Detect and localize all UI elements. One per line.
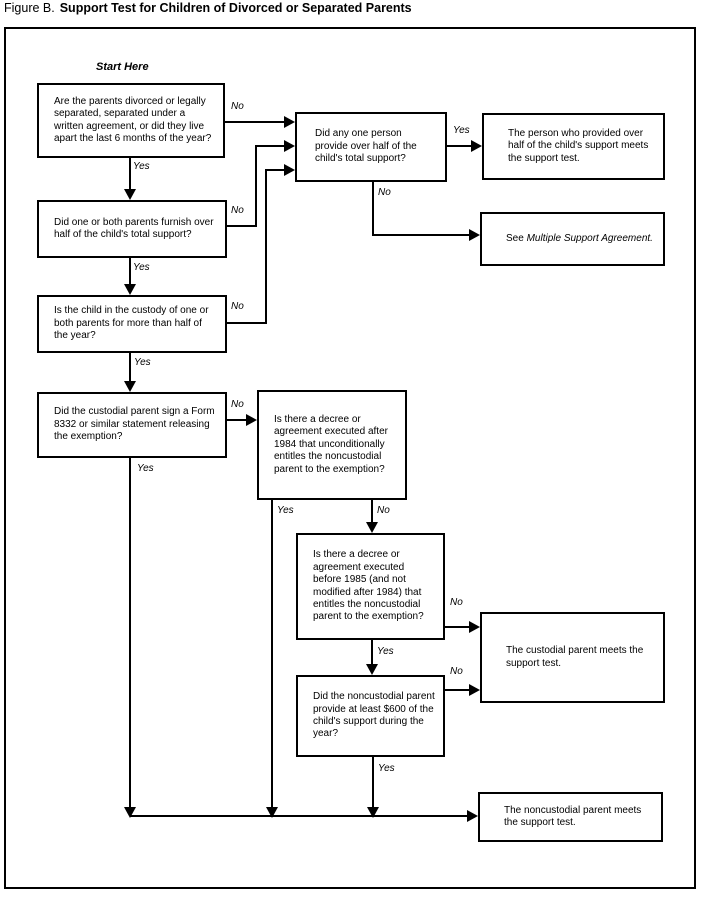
arrowhead-divorced-no — [284, 116, 295, 128]
figure-title-text: Support Test for Children of Divorced or… — [59, 1, 412, 15]
line-divorced-no — [224, 121, 284, 123]
label-anyone-yes: Yes — [453, 125, 470, 136]
label-after1984-no: No — [377, 505, 390, 516]
arrowhead-furnish-no — [284, 140, 295, 152]
node-text: Did any one person provide over half of … — [315, 128, 417, 165]
node-text: Is there a decree or agreement executed … — [313, 549, 424, 623]
arrowhead-after1984-yes — [266, 807, 278, 818]
line-custody-yes — [129, 352, 131, 385]
label-provide600-yes: Yes — [378, 763, 395, 774]
line-before1985-yes — [371, 639, 373, 666]
label-anyone-no: No — [378, 187, 391, 198]
label-custody-yes: Yes — [134, 357, 151, 368]
line-provide600-no — [444, 689, 470, 691]
start-here-label: Start Here — [96, 61, 149, 73]
line-furnish-no-h2 — [255, 145, 285, 147]
line-custody-no-h2 — [265, 169, 285, 171]
label-divorced-no: No — [231, 101, 244, 112]
label-before1985-no: No — [450, 597, 463, 608]
node-text: See Multiple Support Agreement. — [506, 233, 653, 245]
node-text: The custodial parent meets the support t… — [506, 645, 644, 669]
arrowhead-divorced-yes — [124, 189, 136, 200]
line-divorced-yes — [129, 157, 131, 192]
node-text: Is the child in the custody of one or bo… — [54, 305, 209, 342]
label-custody-no: No — [231, 301, 244, 312]
node-text: Are the parents divorced or legally sepa… — [54, 95, 212, 144]
line-before1985-no — [444, 626, 470, 628]
line-after1984-yes — [271, 499, 273, 808]
arrowhead-custody-yes — [124, 381, 136, 392]
arrowhead-before1985-no — [469, 621, 480, 633]
node-text: The person who provided over half of the… — [508, 127, 649, 164]
arrowhead-anyone-no — [469, 229, 480, 241]
line-anyone-no-v — [372, 181, 374, 236]
arrowhead-form8332-yes — [124, 807, 136, 818]
node-text: The noncustodial parent meets the suppor… — [504, 804, 642, 828]
figure-label: Figure B. — [4, 1, 55, 15]
line-furnish-yes — [129, 257, 131, 292]
arrowhead-form8332-no — [246, 414, 257, 426]
label-after1984-yes: Yes — [277, 505, 294, 516]
node-see-multiple-support: See Multiple Support Agreement. — [480, 212, 665, 266]
label-before1985-yes: Yes — [377, 646, 394, 657]
node-child-custody: Is the child in the custody of one or bo… — [37, 295, 227, 353]
arrowhead-after1984-no — [366, 522, 378, 533]
node-noncustodial-meets-test: The noncustodial parent meets the suppor… — [478, 792, 663, 842]
label-form8332-no: No — [231, 399, 244, 410]
line-bottom-merge — [130, 815, 468, 817]
arrowhead-furnish-yes — [124, 284, 136, 295]
node-parents-divorced: Are the parents divorced or legally sepa… — [37, 83, 225, 158]
node-decree-before-1985: Is there a decree or agreement executed … — [296, 533, 445, 640]
node-text: Did the custodial parent sign a Form 833… — [54, 406, 215, 443]
line-furnish-no-h1 — [226, 225, 257, 227]
line-form8332-no — [226, 419, 247, 421]
node-text: Did the noncustodial parent provide at l… — [313, 691, 435, 740]
line-anyone-yes — [446, 145, 472, 147]
label-furnish-no: No — [231, 205, 244, 216]
label-divorced-yes: Yes — [133, 161, 150, 172]
node-parents-furnish-support: Did one or both parents furnish over hal… — [37, 200, 227, 258]
arrowhead-provide600-no — [469, 684, 480, 696]
arrowhead-bottom-merge — [467, 810, 478, 822]
line-anyone-no-h — [372, 234, 470, 236]
arrowhead-custody-no — [284, 164, 295, 176]
node-provide-600: Did the noncustodial parent provide at l… — [296, 675, 445, 757]
node-text: Is there a decree or agreement executed … — [274, 413, 388, 475]
node-person-meets-test: The person who provided over half of the… — [482, 113, 665, 180]
arrowhead-provide600-yes — [367, 807, 379, 818]
figure-title: Figure B. Support Test for Children of Di… — [4, 1, 412, 15]
label-form8332-yes: Yes — [137, 463, 154, 474]
see-prefix: See — [506, 232, 527, 244]
line-provide600-yes — [372, 756, 374, 808]
line-custody-no-h1 — [226, 322, 267, 324]
line-form8332-yes — [129, 457, 131, 808]
node-decree-after-1984: Is there a decree or agreement executed … — [257, 390, 407, 500]
node-custodial-meets-test: The custodial parent meets the support t… — [480, 612, 665, 703]
label-provide600-no: No — [450, 666, 463, 677]
arrowhead-before1985-yes — [366, 664, 378, 675]
see-italic: Multiple Support Agreement. — [526, 232, 653, 244]
line-after1984-no — [371, 499, 373, 524]
line-custody-no-v — [265, 170, 267, 324]
arrowhead-anyone-yes — [471, 140, 482, 152]
node-form-8332: Did the custodial parent sign a Form 833… — [37, 392, 227, 458]
line-furnish-no-v — [255, 146, 257, 227]
label-furnish-yes: Yes — [133, 262, 150, 273]
node-text: Did one or both parents furnish over hal… — [54, 216, 214, 240]
node-anyone-half-support: Did any one person provide over half of … — [295, 112, 447, 182]
